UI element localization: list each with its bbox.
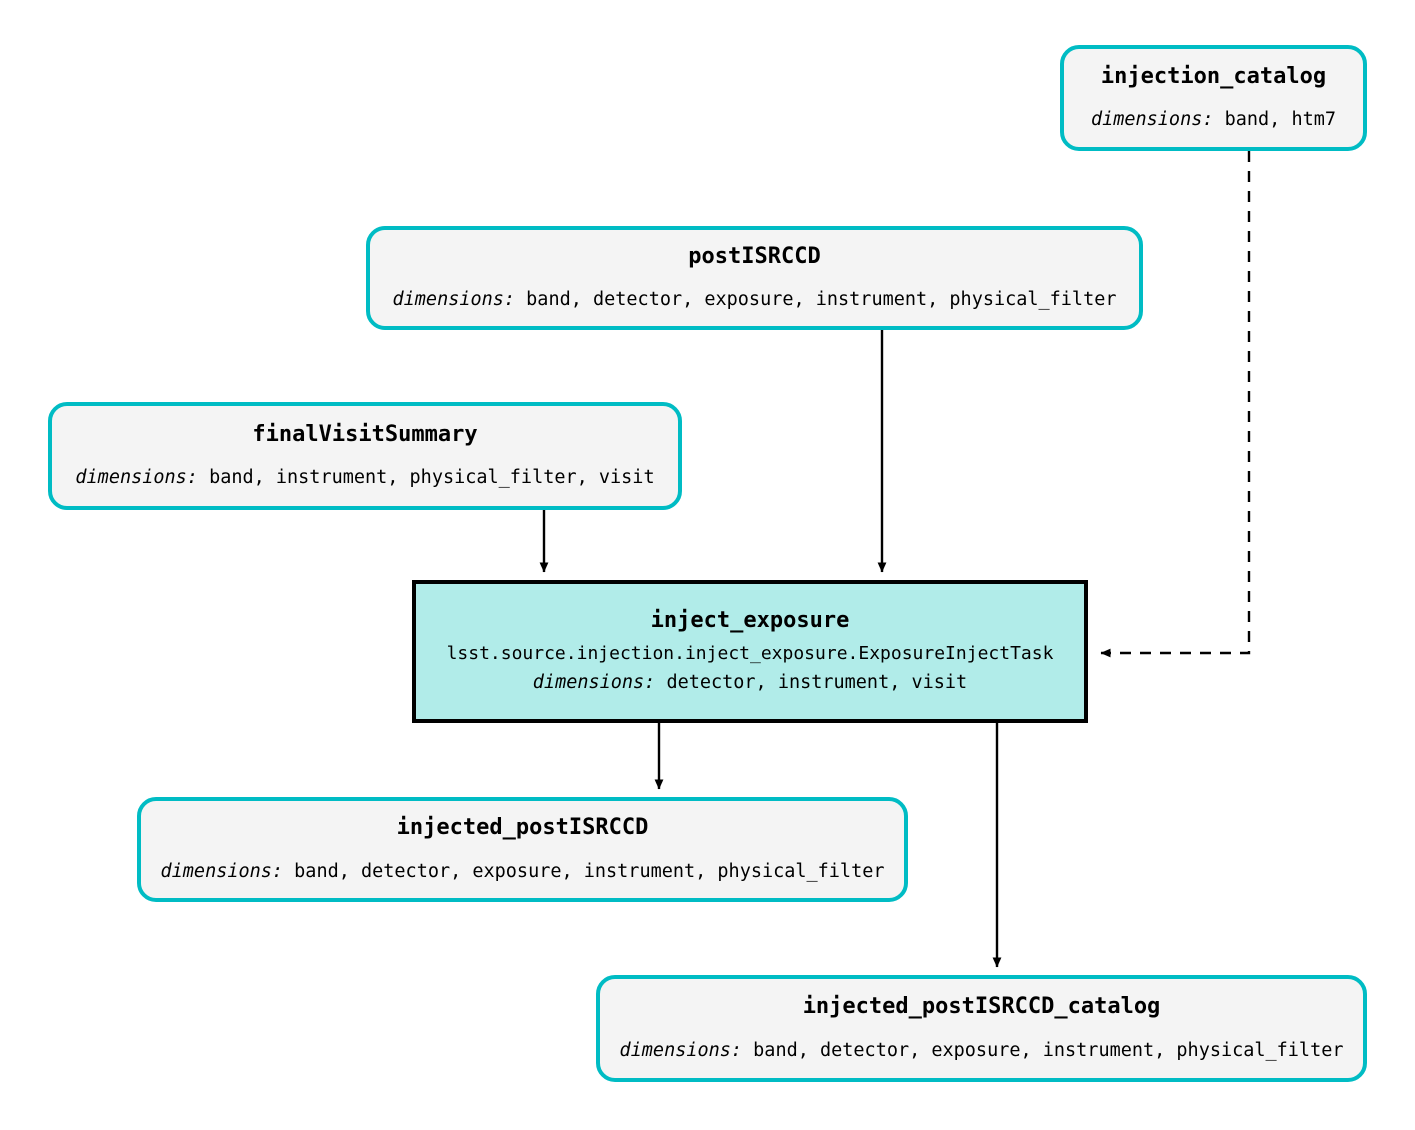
node-dimensions: dimensions: band, detector, exposure, in… bbox=[161, 861, 885, 883]
node-dimensions: dimensions: band, detector, exposure, in… bbox=[393, 289, 1117, 311]
node-class-path: lsst.source.injection.inject_exposure.Ex… bbox=[446, 642, 1054, 664]
node-dimensions: dimensions: band, instrument, physical_f… bbox=[75, 467, 654, 489]
dimensions-value: band, instrument, physical_filter, visit bbox=[209, 467, 655, 488]
dimensions-value: band, detector, exposure, instrument, ph… bbox=[294, 860, 885, 882]
node-dimensions: dimensions: band, htm7 bbox=[1091, 109, 1336, 131]
node-injected-postisrccd-catalog[interactable]: injected_postISRCCD_catalog dimensions: … bbox=[596, 975, 1367, 1082]
dimensions-label: dimensions: bbox=[532, 672, 667, 694]
node-inject-exposure[interactable]: inject_exposure lsst.source.injection.in… bbox=[412, 580, 1088, 723]
node-title: inject_exposure bbox=[650, 607, 850, 633]
node-title: injected_postISRCCD bbox=[396, 815, 649, 841]
dimensions-label: dimensions: bbox=[75, 467, 210, 488]
node-postisrccd[interactable]: postISRCCD dimensions: band, detector, e… bbox=[366, 226, 1143, 330]
dimensions-value: band, htm7 bbox=[1224, 109, 1337, 130]
node-injected-postisrccd[interactable]: injected_postISRCCD dimensions: band, de… bbox=[137, 797, 908, 902]
node-title: injected_postISRCCD_catalog bbox=[802, 994, 1161, 1020]
node-title: finalVisitSummary bbox=[252, 421, 478, 447]
dimensions-label: dimensions: bbox=[619, 1039, 754, 1061]
node-finalvisitsummary[interactable]: finalVisitSummary dimensions: band, inst… bbox=[48, 402, 682, 510]
node-title: injection_catalog bbox=[1100, 63, 1327, 89]
node-dimensions: dimensions: detector, instrument, visit bbox=[533, 672, 967, 694]
node-dimensions: dimensions: band, detector, exposure, in… bbox=[620, 1040, 1344, 1062]
node-title: postISRCCD bbox=[688, 243, 821, 269]
dimensions-label: dimensions: bbox=[160, 860, 295, 882]
node-injection-catalog[interactable]: injection_catalog dimensions: band, htm7 bbox=[1060, 45, 1367, 151]
dimensions-value: detector, instrument, visit bbox=[666, 672, 968, 694]
dimensions-label: dimensions: bbox=[392, 289, 527, 310]
dimensions-value: band, detector, exposure, instrument, ph… bbox=[526, 289, 1117, 310]
dimensions-label: dimensions: bbox=[1090, 109, 1225, 130]
dimensions-value: band, detector, exposure, instrument, ph… bbox=[753, 1039, 1344, 1061]
